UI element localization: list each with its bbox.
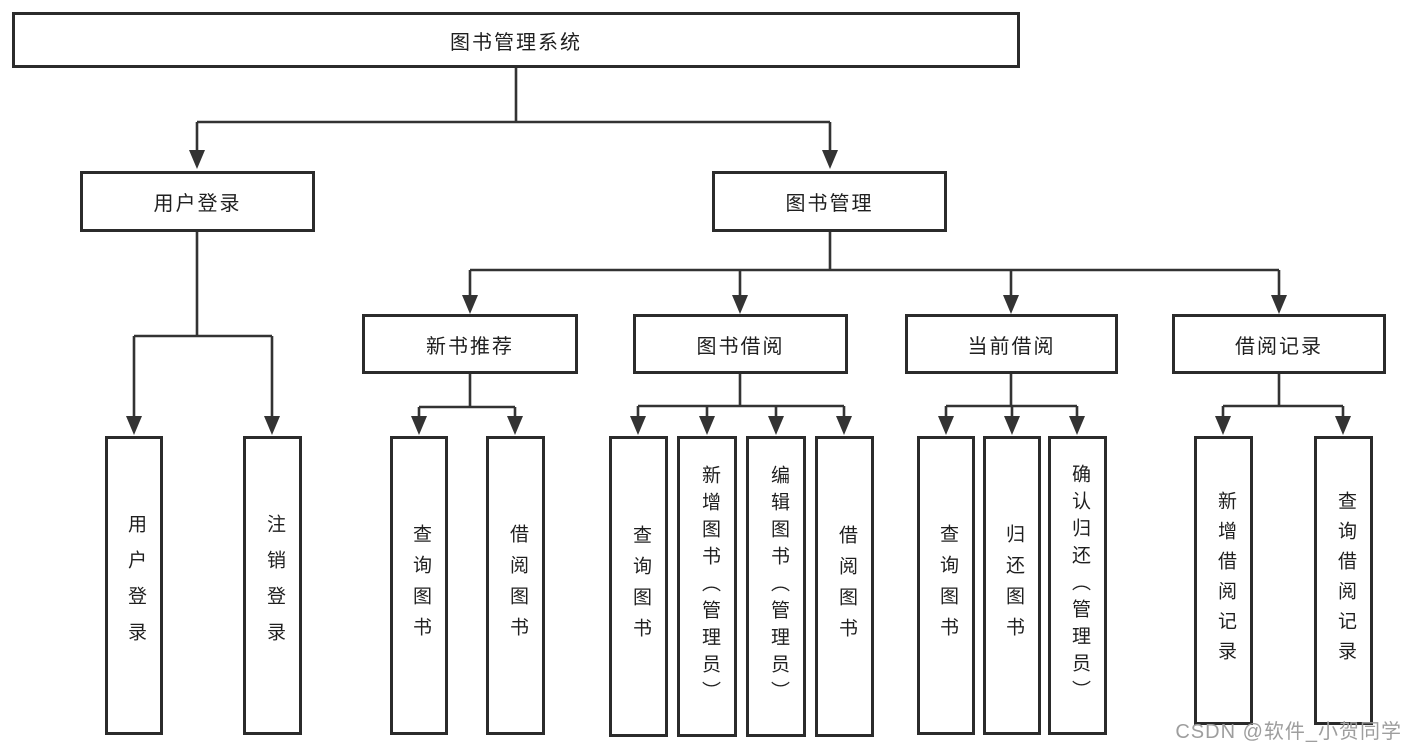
connector-root-to-level2 xyxy=(189,68,838,169)
leaf-user-login: 用户登录 xyxy=(105,436,163,735)
connector-book-management-to-level3 xyxy=(462,232,1287,314)
leaf-borrow-books-recommend: 借阅图书 xyxy=(486,436,545,735)
node-book-borrow: 图书借阅 xyxy=(633,314,848,374)
leaf-edit-books-admin: 编辑图书（管理员） xyxy=(746,436,806,737)
leaf-query-books-borrow: 查询图书 xyxy=(609,436,668,737)
node-user-login: 用户登录 xyxy=(80,171,315,232)
leaf-query-books-current: 查询图书 xyxy=(917,436,975,735)
leaf-return-books: 归还图书 xyxy=(983,436,1041,735)
node-new-book-recommend: 新书推荐 xyxy=(362,314,578,374)
connector-recommend-to-leaves xyxy=(411,374,523,435)
leaf-borrow-books: 借阅图书 xyxy=(815,436,874,737)
connector-current-to-leaves xyxy=(938,374,1085,435)
leaf-logout: 注销登录 xyxy=(243,436,302,735)
node-current-borrow: 当前借阅 xyxy=(905,314,1118,374)
node-book-management: 图书管理 xyxy=(712,171,947,232)
connector-user-login-to-leaves xyxy=(126,232,280,435)
leaf-query-books-recommend: 查询图书 xyxy=(390,436,448,735)
leaf-confirm-return-admin: 确认归还（管理员） xyxy=(1048,436,1107,735)
connector-records-to-leaves xyxy=(1215,374,1351,435)
leaf-add-borrow-record: 新增借阅记录 xyxy=(1194,436,1253,725)
node-borrow-records: 借阅记录 xyxy=(1172,314,1386,374)
leaf-query-borrow-record: 查询借阅记录 xyxy=(1314,436,1373,725)
node-root-library-system: 图书管理系统 xyxy=(12,12,1020,68)
leaf-add-books-admin: 新增图书（管理员） xyxy=(677,436,737,737)
csdn-watermark: CSDN @软件_小贺同学 xyxy=(1175,721,1402,743)
connector-borrow-to-leaves xyxy=(630,374,852,435)
